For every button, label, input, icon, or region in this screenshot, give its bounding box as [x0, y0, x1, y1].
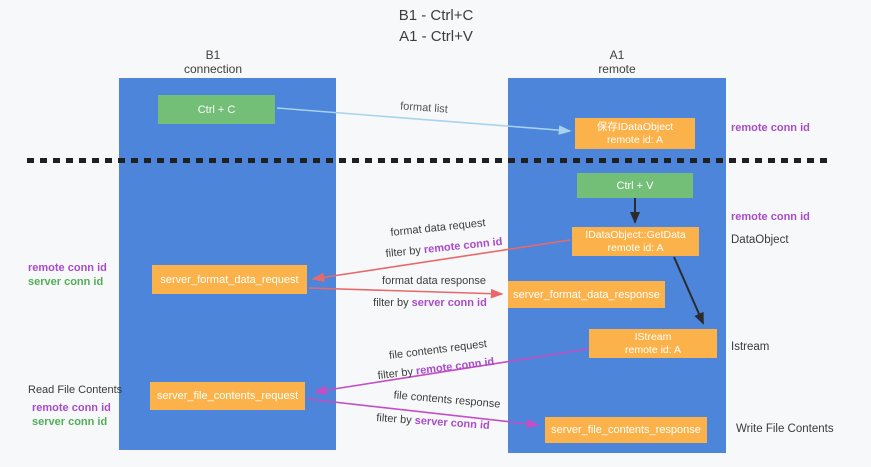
- format-list-arrow-label: format list: [399, 100, 449, 116]
- filter-by-text: filter by: [377, 365, 414, 383]
- lane-a1-role: remote: [598, 62, 636, 76]
- lane-b1-name: B1: [205, 48, 221, 62]
- format-data-response-filter-label: filter by server conn id: [373, 297, 487, 309]
- format-data-response-arrow-label: format data response: [382, 275, 486, 287]
- server-conn-id-label-left-1: server conn id: [28, 276, 104, 288]
- title-line-2: A1 - Ctrl+V: [399, 28, 473, 45]
- remote-conn-id-label-top-right: remote conn id: [731, 122, 810, 134]
- getdata-line1: IDataObject::GetData: [585, 228, 686, 241]
- dataobject-label: DataObject: [731, 234, 789, 246]
- getdata-line2: remote id: A: [607, 241, 664, 254]
- lane-header-a1: A1 remote: [547, 48, 687, 76]
- remote-conn-id-label-left-2: remote conn id: [32, 402, 111, 414]
- filter-by-text: filter by: [375, 412, 413, 427]
- istream-box: IStream remote id: A: [589, 329, 717, 358]
- dashed-separator: [27, 158, 833, 163]
- server-format-data-response-box: server_format_data_response: [508, 281, 665, 308]
- ctrl-c-box: Ctrl + C: [158, 95, 275, 124]
- filter-by-text: filter by: [373, 297, 409, 309]
- istream-line1: IStream: [634, 330, 672, 343]
- title-line-1: B1 - Ctrl+C: [398, 7, 474, 24]
- server-conn-id-filter-text: server conn id: [411, 297, 487, 309]
- server-file-contents-request-label: server_file_contents_request: [156, 390, 299, 402]
- remote-conn-id-filter-text: remote conn id: [415, 355, 495, 378]
- istream-side-label: Istream: [731, 341, 770, 353]
- ctrl-v-label: Ctrl + V: [616, 179, 654, 192]
- remote-conn-id-label-left-1: remote conn id: [28, 262, 107, 274]
- read-file-contents-label: Read File Contents: [28, 384, 123, 396]
- server-file-contents-response-label: server_file_contents_response: [551, 424, 701, 436]
- save-idataobject-line1: 保存IDataObject: [596, 120, 674, 133]
- server-format-data-request-box: server_format_data_request: [152, 265, 307, 294]
- ctrl-v-box: Ctrl + V: [577, 173, 693, 198]
- save-idataobject-box: 保存IDataObject remote id: A: [575, 118, 695, 149]
- filter-by-text: filter by: [385, 244, 422, 261]
- ctrl-c-label: Ctrl + C: [197, 103, 236, 116]
- format-data-request-filter-label: filter by remote conn id: [385, 236, 503, 260]
- lane-b1-role: connection: [183, 62, 243, 76]
- server-format-data-response-label: server_format_data_response: [513, 288, 660, 301]
- server-format-data-request-label: server_format_data_request: [160, 273, 299, 286]
- server-conn-id-filter-text: server conn id: [414, 414, 491, 432]
- istream-line2: remote id: A: [624, 343, 682, 356]
- remote-conn-id-filter-text: remote conn id: [423, 235, 503, 257]
- server-file-contents-response-box: server_file_contents_response: [545, 417, 707, 443]
- arrow-format-data-response: [308, 287, 504, 299]
- server-file-contents-request-box: server_file_contents_request: [150, 382, 305, 410]
- file-contents-response-arrow-label: file contents response: [393, 389, 501, 411]
- remote-conn-id-label-mid-right: remote conn id: [731, 211, 810, 223]
- file-contents-response-filter-label: filter by server conn id: [376, 412, 490, 432]
- format-data-request-arrow-label: format data request: [389, 217, 487, 239]
- save-idataobject-line2: remote id: A: [606, 133, 664, 146]
- diagram-title: B1 - Ctrl+C A1 - Ctrl+V: [336, 5, 536, 47]
- idataobject-getdata-box: IDataObject::GetData remote id: A: [572, 227, 699, 256]
- server-conn-id-label-left-2: server conn id: [32, 416, 108, 428]
- lane-a1-name: A1: [609, 48, 625, 62]
- write-file-contents-label: Write File Contents: [736, 423, 834, 435]
- lane-header-b1: B1 connection: [143, 48, 283, 76]
